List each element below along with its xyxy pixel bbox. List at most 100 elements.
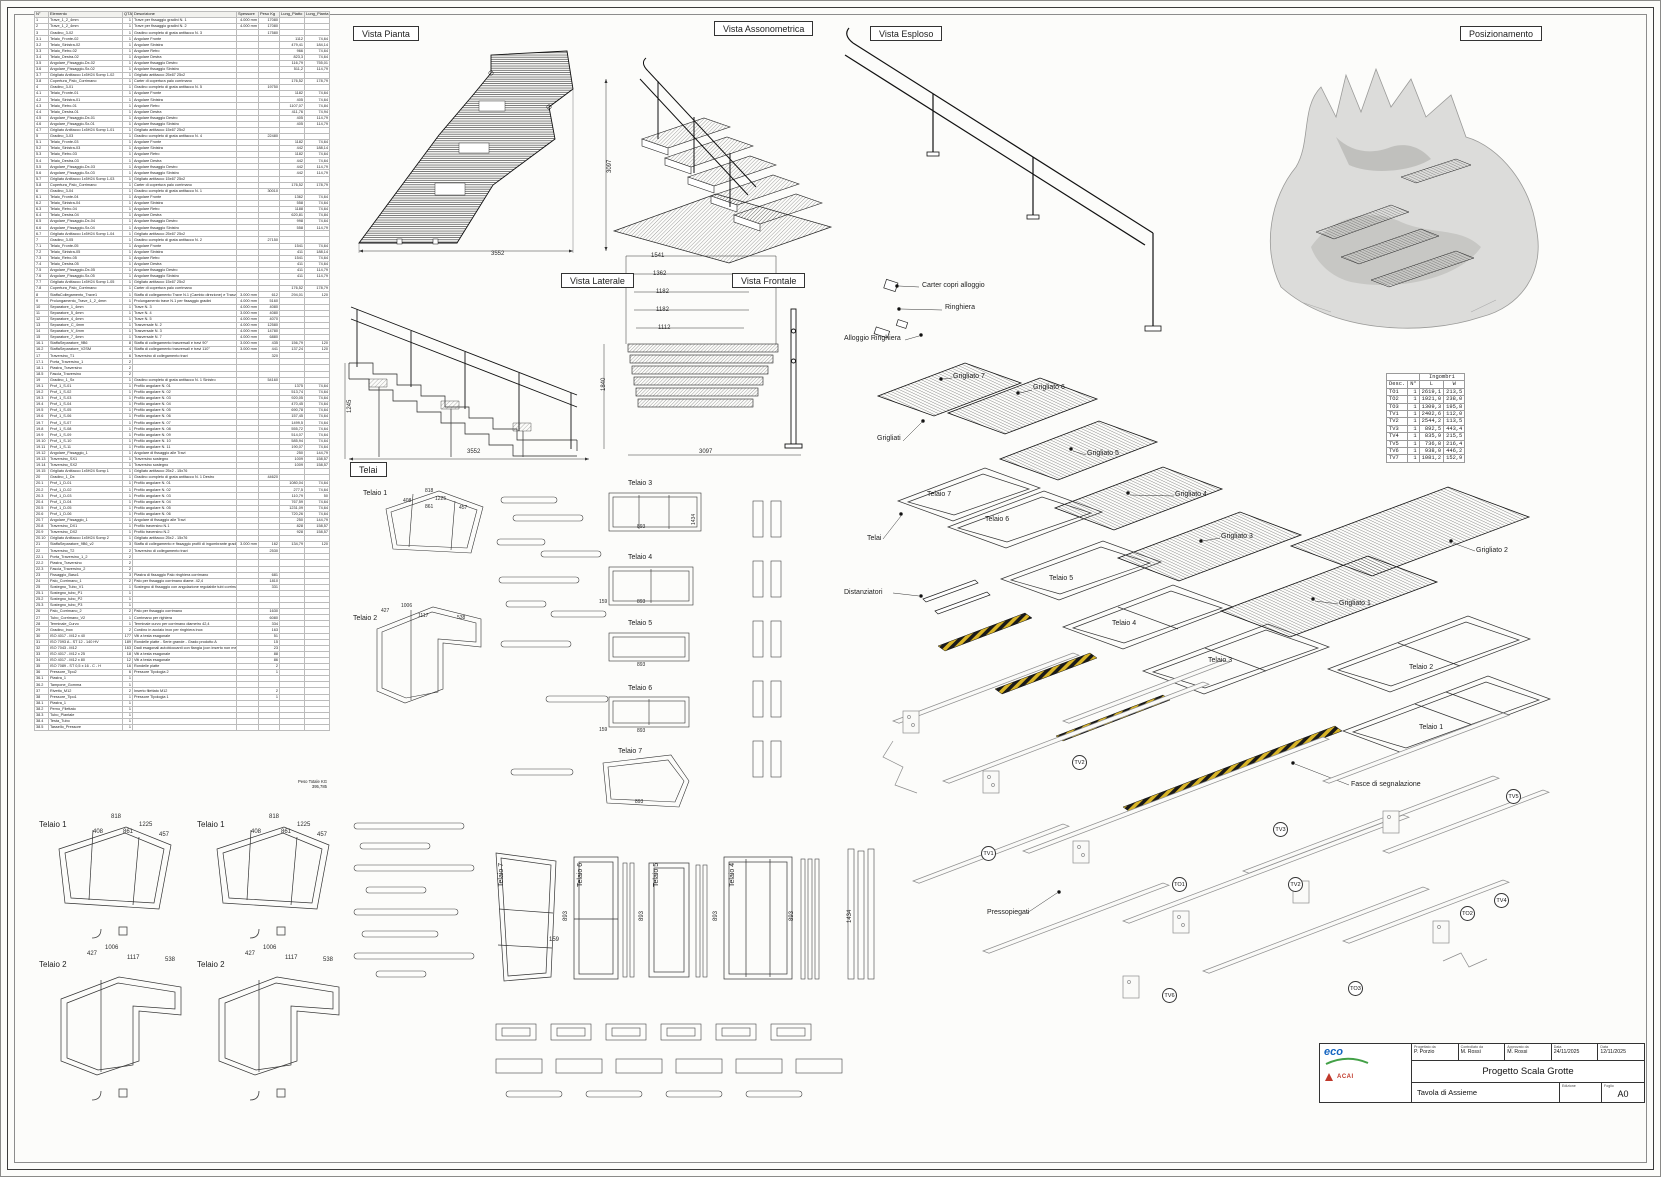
cell-spessore [236,723,259,732]
callout-pressopiegati: Pressopiegati [987,909,1030,916]
table-row: 3.2 Telaio_Sinistra-02 1 Angolare Sinist… [34,41,330,49]
dim-1225-bl-a: 1225 [139,822,153,828]
table-row: 3 Gradino_3-02 1 Gradino completo di gra… [34,29,330,37]
balloon-tv5: TV5 [1506,789,1521,804]
acai-logo-text: ACAI [1337,1074,1354,1080]
ingombri-cell-w: 152,9 [1443,454,1466,463]
iso-steps [641,117,823,232]
ingombri-cell-w: 446,2 [1443,447,1466,456]
tb-data1-value: 24/11/2025 [1553,1049,1580,1055]
label-telaio6-mid: Telaio 6 [628,685,653,692]
exploded-frames [896,467,1551,755]
dim-893-t6: 893 [637,728,646,734]
cell-elemento: Tassello_Pressore [48,723,123,732]
ingombri-cell-l: 1309,3 [1418,402,1445,412]
ingombri-title: Ingombri [1418,372,1466,382]
ingombri-cell-l: 2544,2 [1418,417,1445,426]
cell-lung-piatto [279,723,305,732]
ingombri-cell-desc: TV7 [1385,454,1409,463]
cave-mesh [1270,67,1539,329]
table-row: 22.1 Porta_Traversino_1_2 2 [34,553,330,561]
dim-1225-mid: 1225 [435,496,447,502]
callout-grigliato6: Grigliato 6 [1033,384,1065,391]
callout-distanziatori: Distanziatori [844,589,883,596]
title-block-bottom: Tavola di Assieme Edizione Foglio A0 [1412,1083,1644,1102]
cell-spessore: 4.000 mm [236,23,259,31]
cell-elemento: Grigliato Antitacco 1x5H24 Somp 1-03 [48,175,123,183]
ingombri-cell-n: 1 [1407,395,1420,404]
callout-alloggio: Alloggio Ringhiera [844,335,901,342]
callout-grigliato3: Grigliato 3 [1221,533,1253,540]
dim-1117-bl-a: 1117 [127,955,140,961]
tb-data2-label: Data [1600,1045,1608,1049]
tb-approvato-label: Approvato da [1507,1045,1529,1049]
dim-1225-bl-b: 1225 [297,822,311,828]
telaio-1-frame [385,490,484,554]
telaio-4-frame [608,566,694,606]
dim-1245-laterale: 1245 [347,399,353,413]
dim-538-bl-a: 538 [165,957,176,963]
tb-data2: Data 12/11/2025 [1598,1044,1644,1060]
balloon-to2: TO2 [1460,906,1475,921]
ingombri-row: TO1 1 2619,1 213,5 [1385,387,1466,397]
dim-1117-mid: 1117 [418,613,429,619]
sheet-title: Tavola di Assieme [1412,1083,1560,1102]
table-row: 19.12 Angolare_Fissaggio_1 1 Angolare di… [34,449,330,457]
view-label-vista-frontale: Vista Frontale [732,273,806,288]
dim-457-mid: 457 [459,505,468,511]
view-label-vista-laterale: Vista Laterale [561,273,634,288]
dim-3552-laterale: 3552 [467,449,481,455]
table-row: 38.5 Tassello_Pressore 1 [34,723,330,732]
posizionamento-render [1270,67,1539,329]
dim-893-t5: 893 [637,662,646,668]
dim-408-bl-b: 408 [251,829,262,835]
ingombri-header: Ingombri Desc. N° L W [1385,372,1466,389]
label-telaio1-bl-a: Telaio 1 [39,820,67,829]
ingombri-cell-w: 195,8 [1443,402,1466,412]
telaio-6-frame [608,696,690,728]
label-telaio4-mid: Telaio 4 [628,554,653,561]
callout-telaio2: Telaio 2 [1409,664,1434,671]
ingombri-cell-l: 2402,6 [1418,410,1445,419]
tb-progettato: Progettato da P. Porzio [1412,1044,1459,1060]
tb-controllato-label: Controllato da [1460,1045,1483,1049]
tall-frame-t6 [573,856,619,980]
dim-1112-frontale: 1112 [658,325,671,331]
bom-header-cell: Lung_Pianta [304,10,330,19]
ingombri-row: TV7 1 1081,2 152,9 [1385,454,1466,463]
frontal-dim-lines [603,255,801,456]
tb-controllato-value: M. Rossi [1460,1049,1481,1055]
frontal-post [784,308,803,449]
view-label-posizionamento: Posizionamento [1460,26,1543,41]
dim-1006-mid: 1006 [401,603,413,609]
ingombri-cell-desc: TO3 [1385,402,1409,412]
table-row: 7.1 Telaio_Fronte-05 1 Angolare Fronte 1… [34,242,330,250]
vista-esploso-drawing [844,27,1551,999]
ingombri-cell-n: 1 [1407,402,1420,412]
dim-1434-bm: 1434 [847,909,853,923]
ingombri-cell-desc: TV6 [1385,447,1409,456]
dim-1006-bl-a: 1006 [105,945,119,951]
title-block-main: Progettato da P. Porzio Controllato da M… [1412,1044,1644,1102]
cell-spessore: 4.000 mm [236,321,259,329]
callout-grigliato7: Grigliato 7 [953,373,985,380]
vista-assonometrica-drawing [604,57,833,264]
dim-3552-pianta: 3552 [491,251,505,257]
cell-spessore: 4.000 mm [236,17,259,25]
ingombri-cell-w: 238,0 [1443,395,1466,404]
label-telaio4-bm: Telaio 4 [729,862,736,887]
lateral-railing [350,306,578,449]
table-row: 17.1 Porta_Traversino_1 2 [34,358,330,366]
view-label-vista-assonometrica: Vista Assonometrica [714,21,814,36]
ingombri-cell-l: 1921,0 [1418,395,1445,404]
dim-427-bl-a: 427 [87,951,98,957]
acai-logo-mark [1325,1073,1333,1081]
table-row: 5.7 Grigliato Antitacco 1x5H24 Somp 1-03… [34,175,330,183]
ingombri-cell-l: 892,5 [1418,424,1445,434]
label-telaio1-bl-b: Telaio 1 [197,820,225,829]
callout-telaio7: Telaio 7 [927,491,952,498]
label-telaio3-mid: Telaio 3 [628,480,653,487]
telaio-7-frame [602,754,690,808]
ingombri-cell-w: 216,4 [1443,439,1466,449]
table-row: 7.6 Angolare_Fissaggio-Sx-05 1 Angolare … [34,273,330,281]
